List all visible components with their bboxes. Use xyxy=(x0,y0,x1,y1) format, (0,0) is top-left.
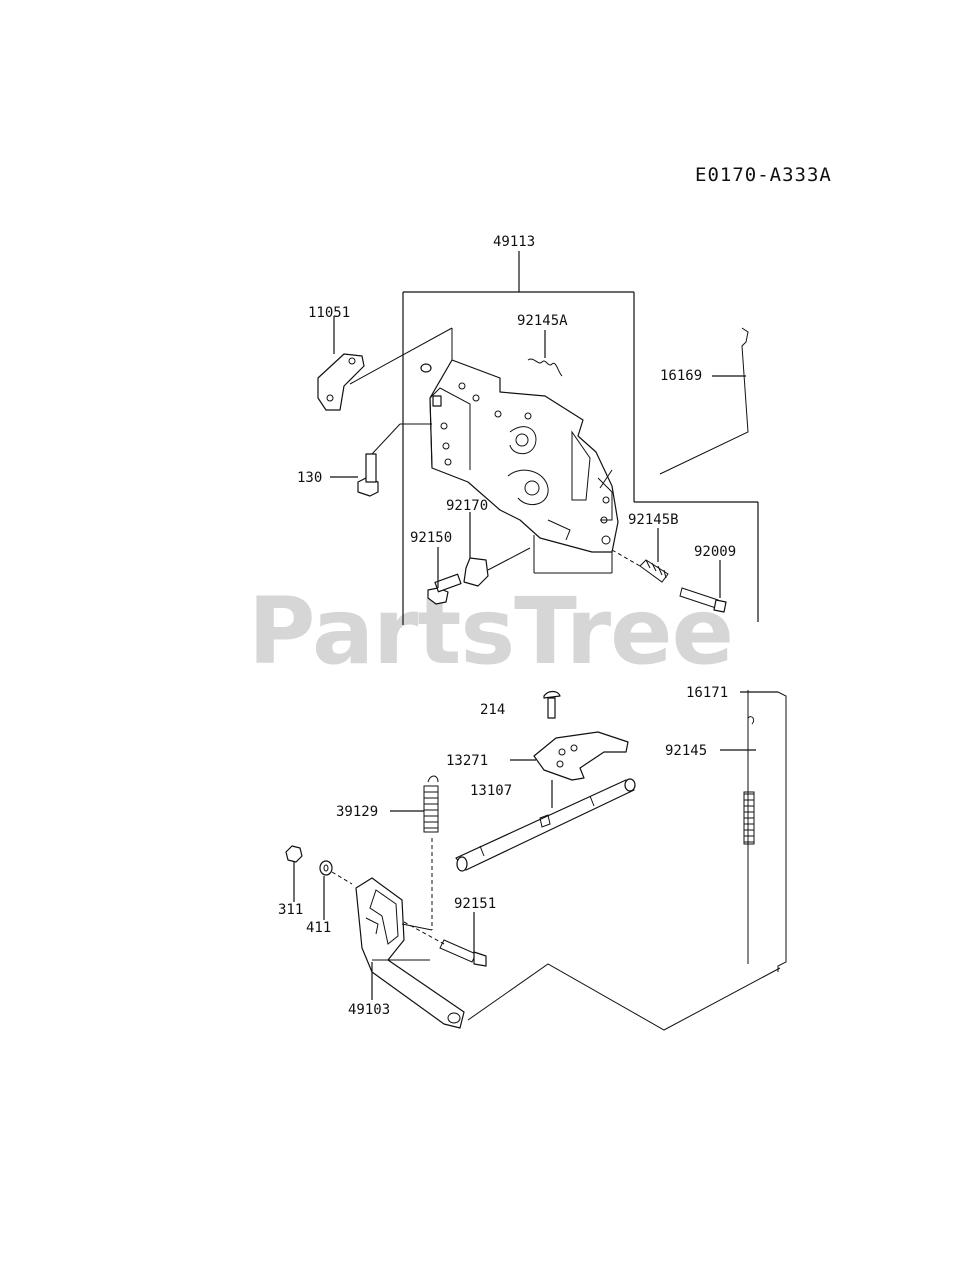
plate-13271 xyxy=(510,731,629,781)
pivot-pin xyxy=(420,363,442,407)
part-label-16169[interactable]: 16169 xyxy=(660,368,703,384)
spring-92145B xyxy=(611,528,669,583)
rod-16169 xyxy=(659,327,749,475)
part-label-49113[interactable]: 49113 xyxy=(493,234,536,250)
part-label-214[interactable]: 214 xyxy=(480,702,506,718)
part-label-92151[interactable]: 92151 xyxy=(454,896,497,912)
group-bracket-49113 xyxy=(402,251,759,625)
part-label-92145A[interactable]: 92145A xyxy=(517,313,568,329)
part-label-92145[interactable]: 92145 xyxy=(665,743,708,759)
part-label-92170[interactable]: 92170 xyxy=(446,498,489,514)
part-label-13107[interactable]: 13107 xyxy=(470,783,513,799)
part-label-16171[interactable]: 16171 xyxy=(686,685,729,701)
spring-92145A xyxy=(527,330,563,377)
shaft-13107 xyxy=(455,778,636,872)
part-label-92145B[interactable]: 92145B xyxy=(628,512,679,528)
bolt-130 xyxy=(330,423,432,497)
spring-39129 xyxy=(390,775,439,930)
spring-92145 xyxy=(720,749,756,845)
bolt-92150 xyxy=(427,547,462,605)
control-panel-plate xyxy=(429,359,619,574)
diagram-code: E0170-A333A xyxy=(695,164,832,186)
part-label-311[interactable]: 311 xyxy=(278,902,304,918)
screw-92009 xyxy=(679,560,727,613)
part-label-49103[interactable]: 49103 xyxy=(348,1002,391,1018)
rod-16171 xyxy=(740,690,787,972)
part-label-39129[interactable]: 39129 xyxy=(336,804,379,820)
clip-92170 xyxy=(463,512,531,587)
lever-49103 xyxy=(355,877,781,1031)
washer-411 xyxy=(319,860,353,920)
part-label-92009[interactable]: 92009 xyxy=(694,544,737,560)
bolt-92151 xyxy=(403,912,487,967)
part-label-411[interactable]: 411 xyxy=(306,920,332,936)
part-label-130[interactable]: 130 xyxy=(297,470,323,486)
part-label-11051[interactable]: 11051 xyxy=(308,305,351,321)
nut-311 xyxy=(285,845,303,902)
screw-214 xyxy=(543,690,561,719)
part-label-13271[interactable]: 13271 xyxy=(446,753,489,769)
bracket-11051 xyxy=(317,316,453,411)
watermark: PartsTree xyxy=(248,578,734,685)
part-label-92150[interactable]: 92150 xyxy=(410,530,453,546)
